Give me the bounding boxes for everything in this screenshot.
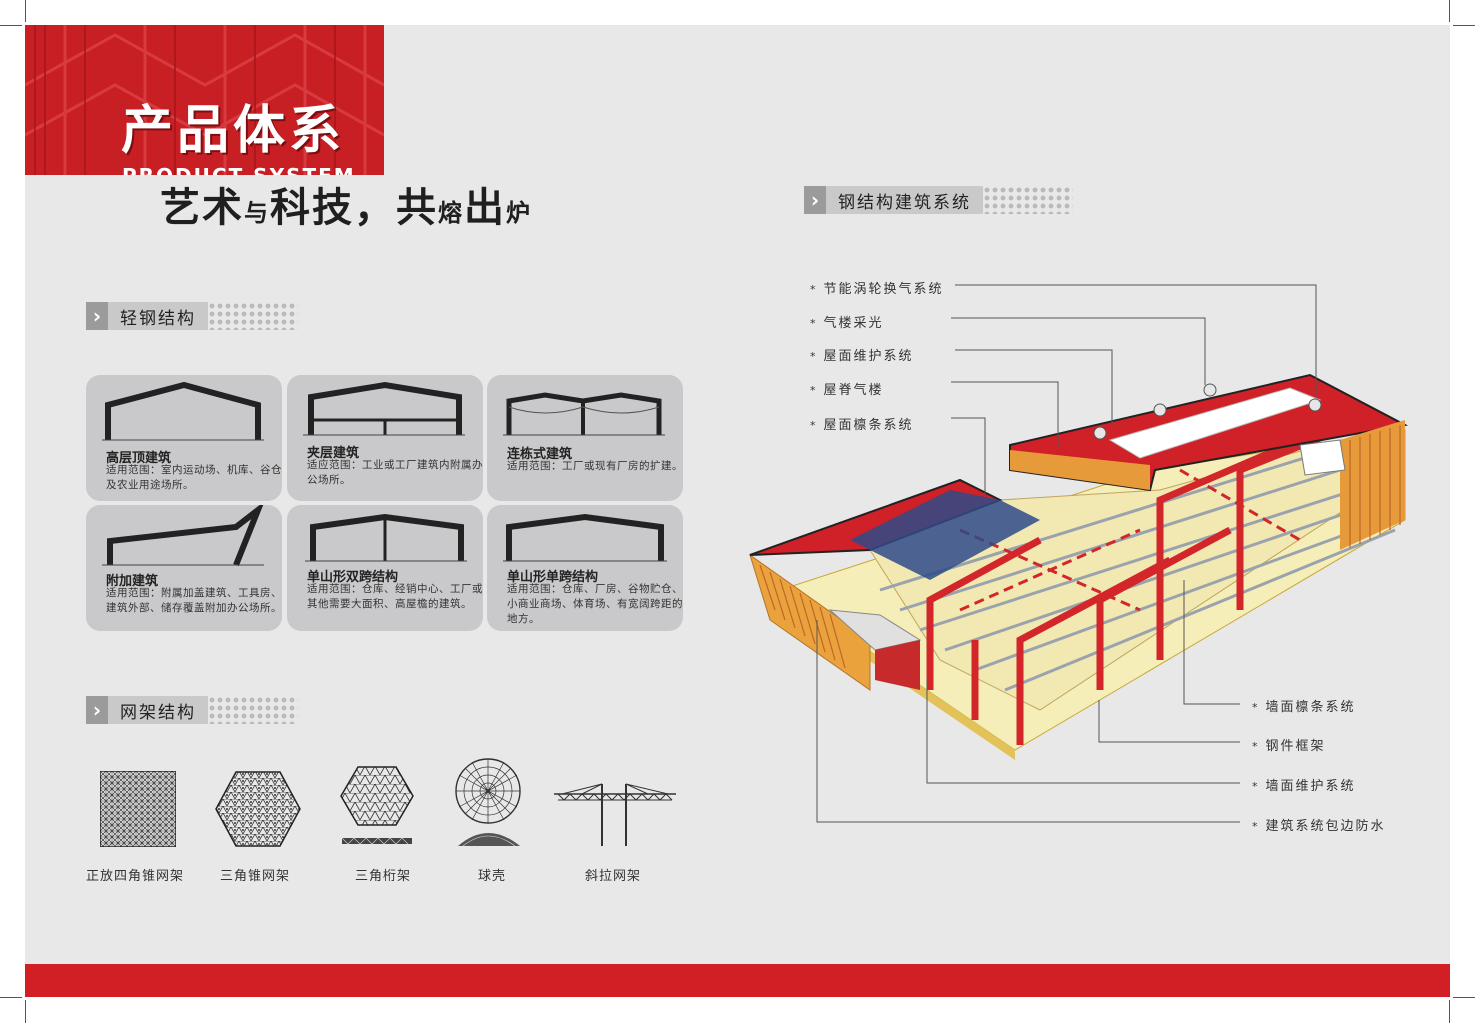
callout-text: 屋面檩条系统: [823, 418, 914, 433]
card-multi-span: 连栋式建筑 适用范围：工厂或现有厂房的扩建。: [487, 375, 683, 501]
chevron-right-icon: ›: [86, 302, 108, 330]
asterisk-icon: *: [810, 384, 818, 397]
card-description: 适用范围：工厂或现有厂房的扩建。: [507, 460, 683, 472]
callout-text: 墙面维护系统: [1265, 779, 1356, 794]
banner-title-cn: 产品体系: [121, 101, 346, 161]
chevron-right-icon: ›: [804, 186, 826, 214]
slogan-part: 科技，共: [270, 184, 438, 231]
card-title: 连栋式建筑: [507, 447, 573, 462]
card-high-roof: 高层顶建筑 适用范围：室内运动场、机库、谷仓及农业用途场所。: [86, 375, 282, 501]
asterisk-icon: *: [1252, 740, 1260, 753]
crop-mark: [0, 25, 22, 26]
dot-pattern: [983, 186, 1073, 214]
triangle-truss-icon: [340, 766, 414, 845]
frame-icon-double-span: [305, 513, 467, 562]
dome-shell-icon: [455, 758, 521, 847]
crop-mark: [0, 997, 22, 998]
slogan-part: 炉: [506, 198, 532, 227]
slogan-part: 与: [244, 198, 270, 227]
card-single-span: 单山形单跨结构 适用范围：仓库、厂房、谷物贮仓、小商业商场、体育场、有宽阔跨距的…: [487, 505, 683, 631]
card-description: 适用范围：室内运动场、机库、谷仓及农业用途场所。: [106, 464, 282, 491]
asterisk-icon: *: [1252, 820, 1260, 833]
slogan: 艺术与科技，共熔出炉: [160, 188, 532, 228]
callout-text: 屋面维护系统: [823, 349, 914, 364]
chevron-right-icon: ›: [86, 696, 108, 724]
truss-label: 三角桁架: [355, 869, 412, 884]
card-annex: 附加建筑 适用范围：附属加盖建筑、工具房、建筑外部、储存覆盖附加办公场所。: [86, 505, 282, 631]
section-header-steel-building: › 钢结构建筑系统: [804, 186, 1073, 214]
card-description: 适应范围：工业或工厂建筑内附属办公场所。: [307, 459, 483, 486]
crop-mark: [1453, 997, 1475, 998]
product-system-banner: 产品体系 PRODUCT SYSTEM: [25, 25, 384, 175]
frame-icon-mezzanine: [303, 381, 465, 436]
card-title: 高层顶建筑: [106, 451, 172, 466]
card-title: 单山形双跨结构: [307, 570, 399, 585]
section-title: 网架结构: [108, 696, 208, 724]
frame-icon-annex: [102, 505, 264, 567]
card-title: 夹层建筑: [307, 446, 360, 461]
callout-label: * 屋脊气楼: [810, 379, 884, 398]
callout-text: 钢件框架: [1265, 739, 1326, 754]
dot-pattern: [208, 696, 298, 724]
card-double-span: 单山形双跨结构 适用范围：仓库、经销中心、工厂或其他需要大面积、高屋檐的建筑。: [287, 505, 483, 631]
card-description: 适用范围：附属加盖建筑、工具房、建筑外部、储存覆盖附加办公场所。: [106, 587, 282, 614]
callout-text: 墙面檩条系统: [1265, 700, 1356, 715]
callout-label: * 屋面檩条系统: [810, 414, 914, 433]
asterisk-icon: *: [1252, 701, 1260, 714]
callout-label: * 屋面维护系统: [810, 345, 914, 364]
callout-text: 节能涡轮换气系统: [823, 282, 944, 297]
dot-pattern: [208, 302, 298, 330]
slogan-part: 艺术: [160, 184, 244, 231]
crop-mark: [25, 0, 26, 22]
callout-label: * 墙面檩条系统: [1252, 696, 1356, 715]
callout-label: * 节能涡轮换气系统: [810, 278, 944, 297]
bottom-red-bar: [25, 964, 1450, 997]
callout-label: * 墙面维护系统: [1252, 775, 1356, 794]
card-description: 适用范围：仓库、厂房、谷物贮仓、小商业商场、体育场、有宽阔跨距的地方。: [507, 583, 683, 625]
slogan-part: 出: [464, 184, 506, 231]
section-title: 钢结构建筑系统: [826, 186, 983, 214]
asterisk-icon: *: [810, 283, 818, 296]
banner-title-en: PRODUCT SYSTEM: [122, 166, 356, 175]
callout-text: 屋脊气楼: [823, 383, 884, 398]
truss-label: 三角锥网架: [220, 869, 291, 884]
asterisk-icon: *: [810, 419, 818, 432]
asterisk-icon: *: [810, 350, 818, 363]
crop-mark: [1453, 25, 1475, 26]
callout-label: * 建筑系统包边防水: [1252, 815, 1386, 834]
truss-label: 正放四角锥网架: [86, 869, 185, 884]
card-mezzanine: 夹层建筑 适应范围：工业或工厂建筑内附属办公场所。: [287, 375, 483, 501]
section-header-space-frame: › 网架结构: [86, 696, 298, 724]
banner-steel-pattern: [25, 25, 384, 175]
slogan-part: 熔: [438, 198, 464, 227]
hexagon-truss-icon: [215, 771, 301, 847]
asterisk-icon: *: [1252, 780, 1260, 793]
section-title: 轻钢结构: [108, 302, 208, 330]
asterisk-icon: *: [810, 317, 818, 330]
truss-label: 斜拉网架: [585, 869, 642, 884]
crop-mark: [25, 1000, 26, 1023]
callout-label: * 气楼采光: [810, 312, 884, 331]
frame-icon-single-span: [503, 513, 667, 562]
card-title: 附加建筑: [106, 574, 159, 589]
truss-label: 球壳: [478, 869, 507, 884]
callout-text: 建筑系统包边防水: [1265, 819, 1386, 834]
cable-stayed-truss-icon: [554, 783, 676, 846]
frame-icon-high-roof: [102, 381, 264, 441]
section-header-light-steel: › 轻钢结构: [86, 302, 298, 330]
card-description: 适用范围：仓库、经销中心、工厂或其他需要大面积、高屋檐的建筑。: [307, 583, 483, 610]
callout-text: 气楼采光: [823, 316, 884, 331]
frame-icon-multi-span: [503, 392, 665, 436]
crop-mark: [1449, 1000, 1450, 1023]
crop-mark: [1449, 0, 1450, 22]
card-title: 单山形单跨结构: [507, 570, 599, 585]
callout-label: * 钢件框架: [1252, 735, 1326, 754]
square-grid-truss-icon: [100, 771, 176, 847]
